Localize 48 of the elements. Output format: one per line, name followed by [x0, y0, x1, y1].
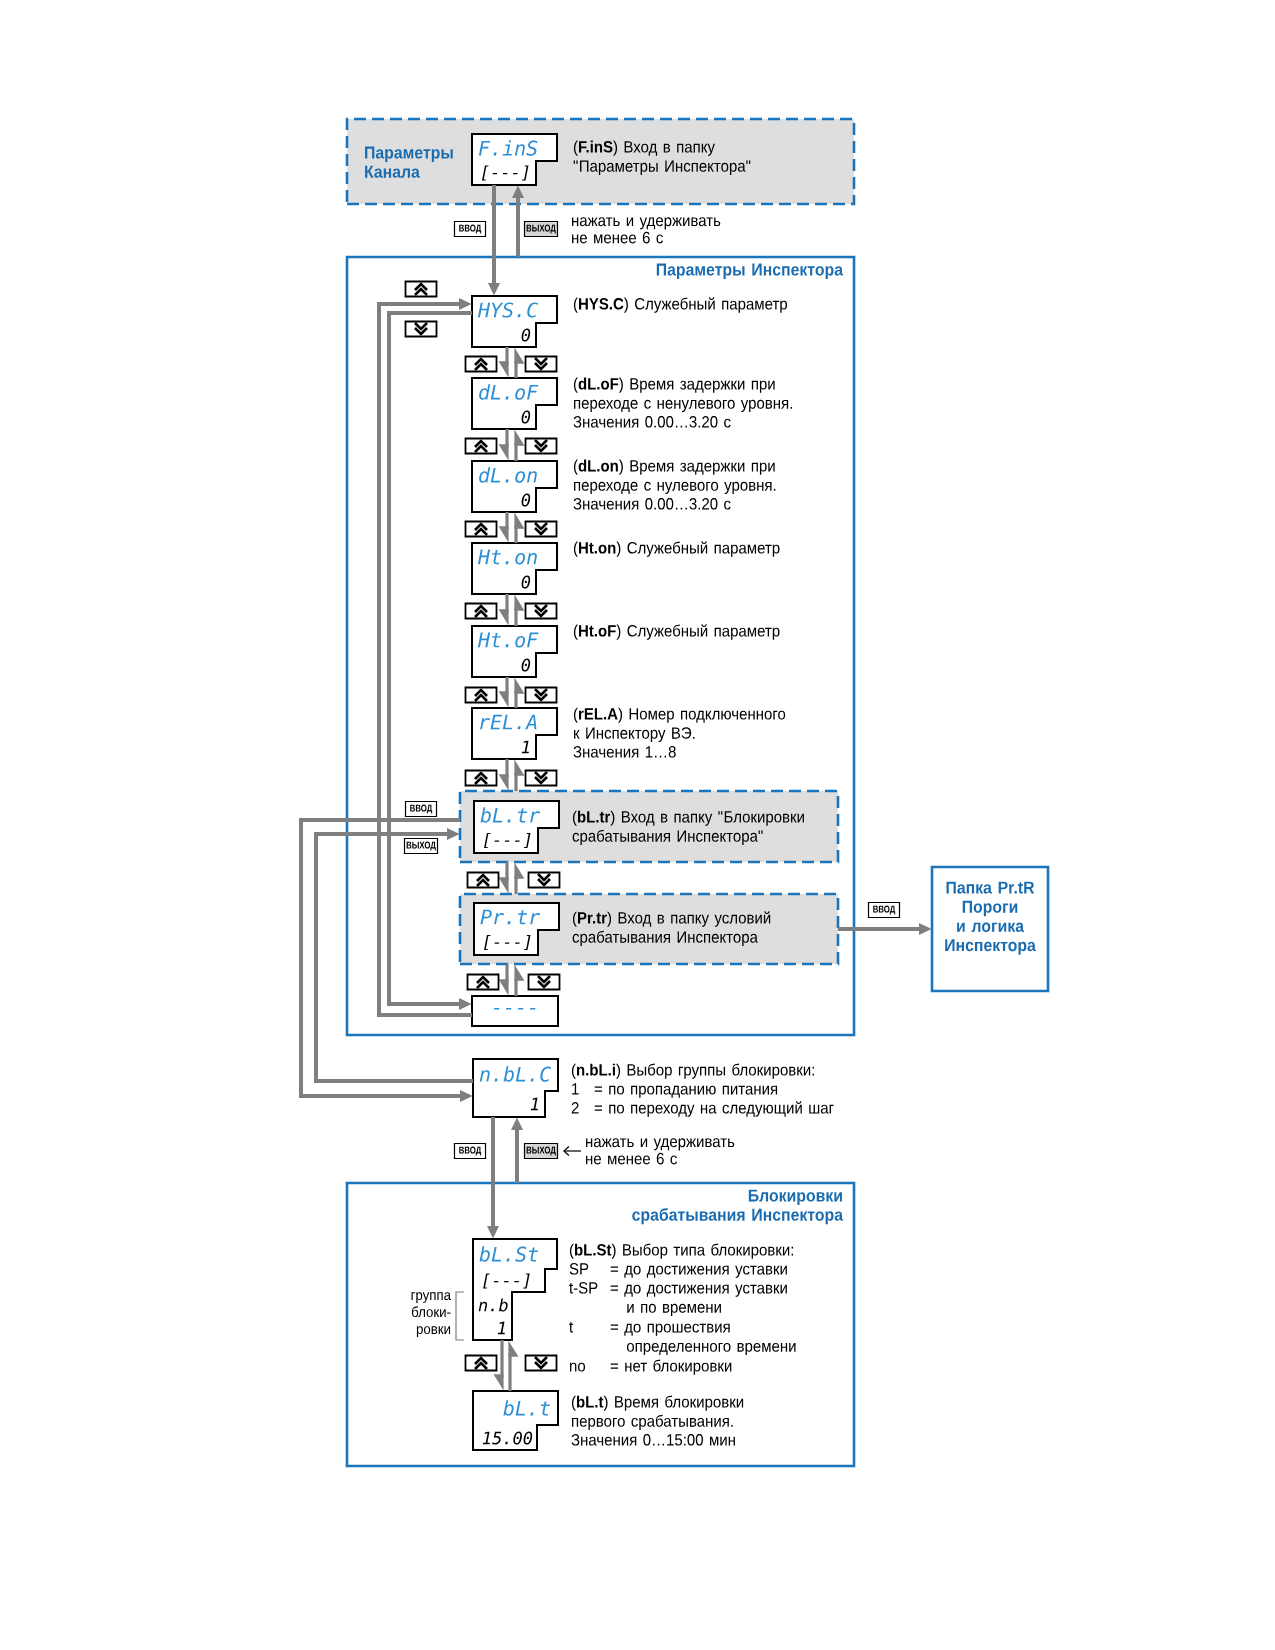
note-text: нажать и удерживать не менее 6 с — [586, 1138, 735, 1165]
bracket-label: группа блоки- ровки — [411, 1292, 451, 1337]
option-code: no — [570, 1362, 586, 1372]
option-code: t — [569, 1321, 574, 1333]
lcd-display: dL.oF 0 — [471, 377, 558, 430]
key-label: ВВОД — [453, 220, 487, 238]
option-code: SP — [569, 1263, 589, 1275]
folder-box: Папка Pr.tR Пороги и логика Инспектора — [930, 865, 1050, 993]
lcd-display: bL.St [---] n.b 1 — [472, 1238, 558, 1341]
lcd-display: Ht.on 0 — [471, 542, 558, 595]
option-code: t-SP — [569, 1282, 598, 1294]
lcd-display: ---- — [471, 995, 559, 1027]
lcd-display: rEL.A 1 — [471, 707, 558, 760]
parameter-description: (dL.on) Время задержки при переходе с нулевого уровня. — [573, 459, 776, 495]
arrow — [314, 827, 473, 1083]
option-text: = нет блокировки — [610, 1359, 732, 1375]
parameter-description: (HYS.C) Служебный параметр — [573, 297, 788, 313]
option-text: = по пропаданию питания — [594, 1085, 778, 1098]
parameter-description: (dL.oF) Время задержки при переходе с ненулевого уровня. — [573, 377, 792, 413]
option-text: = до достижения уставки — [610, 1265, 787, 1278]
key-label: ВВОД — [453, 1142, 487, 1160]
parameter-description: Значения 1…8 — [573, 746, 676, 758]
parameter-description: Значения 0.00…3.20 с — [573, 498, 731, 510]
note-text: нажать и удерживать не менее 6 с — [572, 217, 721, 244]
parameter-description: (bL.St) Выбор типа блокировки: — [569, 1243, 794, 1259]
lcd-display: dL.on 0 — [471, 460, 558, 513]
key-label: ВВОД — [404, 800, 438, 818]
key-label: ВЫХОД — [403, 837, 439, 855]
key-label: ВВОД — [867, 901, 901, 919]
lcd-display: bL.t 15.00 — [472, 1390, 559, 1451]
key-label: ВЫХОД — [523, 1142, 559, 1160]
lcd-display: Ht.oF 0 — [471, 625, 558, 678]
parameter-description: Значения 0.00…3.20 с — [573, 416, 731, 428]
option-text: = до достижения уставки и по времени — [610, 1284, 787, 1317]
parameter-description: (bL.t) Время блокировки первого срабатывания. — [571, 1395, 744, 1431]
option-text: = до прошествия определенного времени — [610, 1323, 796, 1356]
parameter-description: (rEL.A) Номер подключенного к Инспектору ВЭ. — [573, 707, 786, 743]
option-code: 1 — [572, 1083, 579, 1095]
option-code: 2 — [571, 1102, 579, 1114]
lcd-display: n.bL.C 1 — [472, 1058, 559, 1118]
parameter-description: (F.inS) Вход в папку "Параметры Инспектора" — [573, 140, 751, 176]
parameter-description: (Ht.oF) Служебный параметр — [573, 624, 780, 640]
option-text: = по переходу на следующий шаг — [594, 1101, 834, 1117]
lcd-display: HYS.C 0 — [471, 295, 558, 348]
parameter-description: (n.bL.i) Выбор группы блокировки: — [571, 1063, 814, 1079]
parameter-description: Значения 0…15:00 мин — [571, 1434, 735, 1446]
parameter-description: (Ht.on) Служебный параметр — [573, 541, 780, 557]
key-label: ВЫХОД — [523, 220, 559, 238]
